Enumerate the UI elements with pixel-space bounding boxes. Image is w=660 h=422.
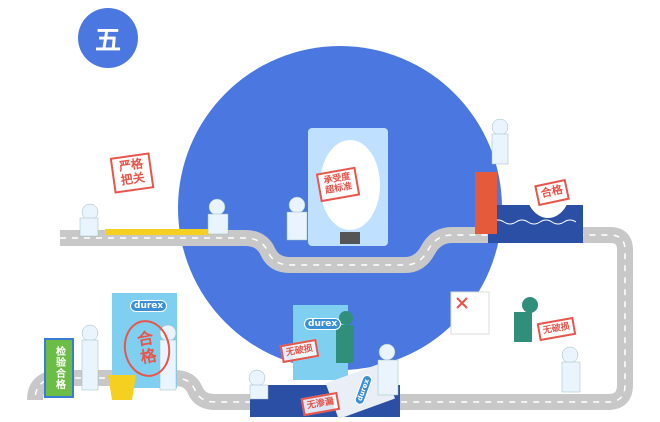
section-number-badge: 五 [78,8,138,68]
workers [79,118,581,400]
inspection-passed-sign: 检验合格 [44,338,74,398]
brand-logo: durex [130,300,168,312]
inspectors-green [336,297,538,363]
paint-bucket [108,375,136,400]
brand-logo: durex [304,318,342,330]
measuring-ruler [105,229,210,235]
stamp-strict-check: 严格把关 [109,152,155,194]
red-ladder-tower [475,172,497,234]
road-lines [34,234,626,403]
